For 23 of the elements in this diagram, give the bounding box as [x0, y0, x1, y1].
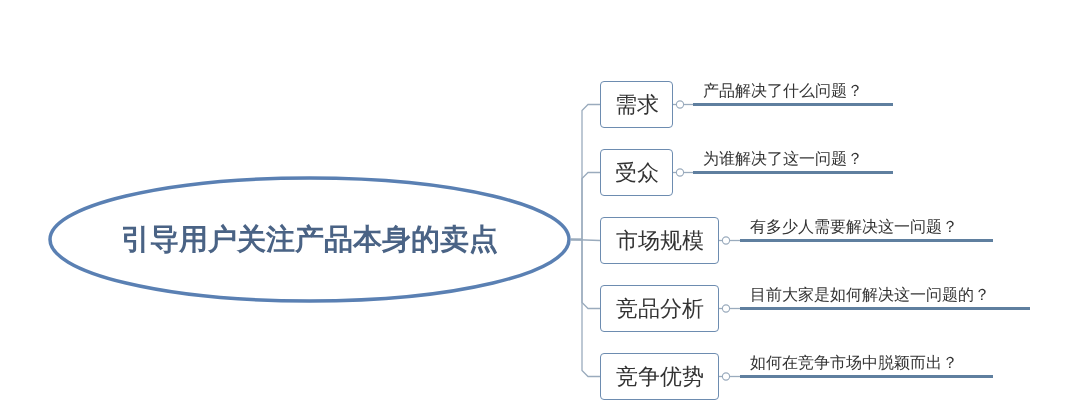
- underlined-subtopic: 有多少人需要解决这一问题？: [740, 217, 993, 242]
- connector-line: [718, 304, 741, 313]
- topic-label: 市场规模: [615, 227, 704, 254]
- underlined-subtopic: 如何在竞争市场中脱颖而出？: [740, 353, 993, 378]
- topic-box: [600, 217, 719, 264]
- topic-label: 需求: [614, 91, 659, 118]
- topic-label: 竞品分析: [615, 295, 704, 322]
- central-topic-ellipse: [48, 176, 571, 303]
- topic-label: 受众: [614, 159, 659, 186]
- connector-line: [672, 168, 694, 177]
- topic-label: 竞争优势: [615, 363, 704, 390]
- central-topic-title: 引导用户关注产品本身的卖点: [120, 220, 499, 258]
- topic-box: [600, 353, 719, 400]
- topic-box: [600, 285, 719, 332]
- topic-box: [600, 149, 673, 196]
- connector-line: [718, 372, 741, 381]
- underlined-subtopic: 为谁解决了这一问题？: [693, 149, 893, 174]
- connector-line: [718, 236, 741, 245]
- connector-line: [672, 100, 694, 109]
- branch-connector: [570, 238, 601, 378]
- underlined-subtopic: 目前大家是如何解决这一问题的？: [740, 285, 1030, 310]
- topic-box: [600, 81, 673, 128]
- underlined-subtopic: 产品解决了什么问题？: [693, 81, 893, 106]
